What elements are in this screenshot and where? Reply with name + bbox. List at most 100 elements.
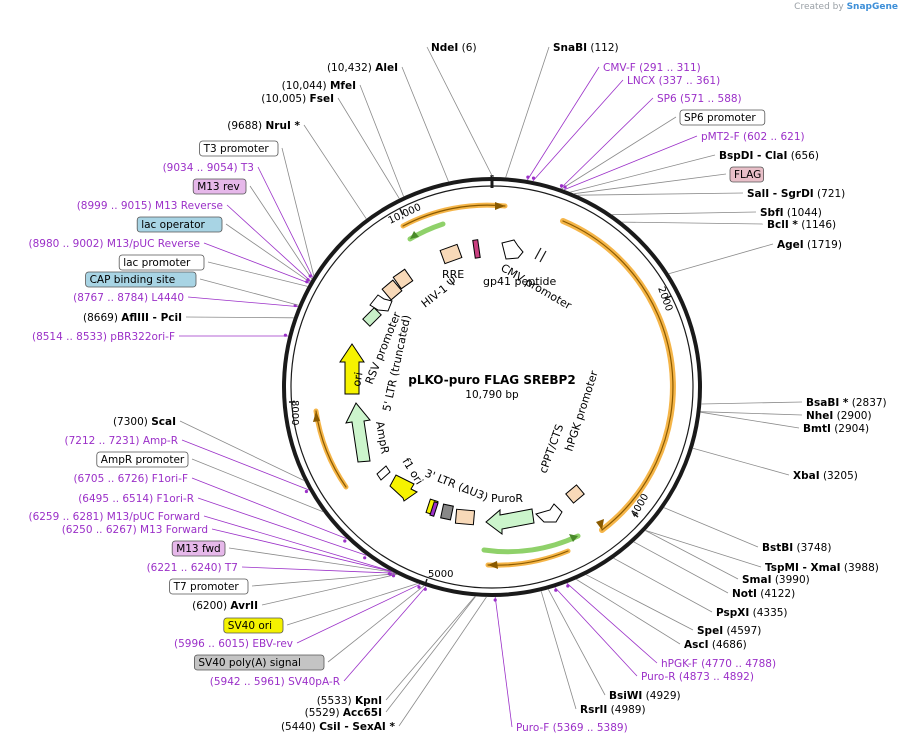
site-label[interactable]: NotI (4122) [732, 588, 795, 600]
primer-label: (5996 .. 6015) EBV-rev [174, 638, 293, 650]
primer-label: (6221 .. 6240) T7 [147, 562, 238, 574]
site-label[interactable]: (8999 .. 9015) M13 Reverse [77, 200, 223, 212]
site-label[interactable]: (5440) CsiI - SexAI * [281, 721, 396, 733]
site-label[interactable]: SbfI (1044) [760, 207, 822, 219]
leader-line [574, 173, 727, 195]
enzyme-label: SpeI (4597) [697, 625, 761, 637]
site-label[interactable]: AgeI (1719) [777, 239, 842, 251]
tick-mark [399, 208, 404, 216]
site-label[interactable]: SnaBI (112) [553, 42, 619, 54]
primer-marker [304, 489, 308, 494]
site-label[interactable]: T3 promoter [199, 140, 279, 157]
site-label[interactable]: (8767 .. 8784) L4440 [73, 292, 184, 304]
puror-feature [485, 508, 535, 535]
site-label[interactable]: (6221 .. 6240) T7 [147, 562, 238, 574]
site-label[interactable]: (6200) AvrII [192, 600, 258, 612]
site-label[interactable]: (9034 .. 9054) T3 [163, 162, 254, 174]
leader-line [613, 557, 713, 613]
primer-label: LNCX (337 .. 361) [627, 75, 720, 87]
site-label[interactable]: BmtI (2904) [803, 423, 869, 435]
orf-arc-top-core [402, 204, 506, 227]
primer-marker [308, 274, 312, 278]
site-label[interactable]: Puro-F (5369 .. 5389) [516, 722, 628, 734]
site-label[interactable]: (10,044) MfeI [282, 80, 356, 92]
site-label[interactable]: CAP binding site [85, 271, 197, 288]
site-label[interactable]: FLAG [729, 166, 764, 183]
site-label[interactable]: AscI (4686) [684, 639, 747, 651]
site-label[interactable]: BsiWI (4929) [609, 690, 681, 702]
5ltr-feature [362, 307, 382, 327]
primer-label: Puro-F (5369 .. 5389) [516, 722, 628, 734]
site-label[interactable]: (8669) AflIII - PciI [83, 312, 182, 324]
feature-box [679, 109, 766, 126]
site-label[interactable]: (8514 .. 8533) pBR322ori-F [32, 331, 175, 343]
site-label[interactable]: RsrII (4989) [580, 704, 646, 716]
site-label[interactable]: (6495 .. 6514) F1ori-R [78, 493, 194, 505]
leader-line [505, 46, 550, 178]
site-label[interactable]: (8980 .. 9002) M13/pUC Reverse [28, 238, 200, 250]
site-label[interactable]: lac promoter [118, 254, 205, 271]
site-label[interactable]: BstBI (3748) [762, 542, 831, 554]
site-label[interactable]: SalI - SgrDI (721) [747, 188, 845, 200]
site-label[interactable]: (6250 .. 6267) M13 Forward [62, 524, 208, 536]
site-label[interactable]: SmaI (3990) [742, 574, 810, 586]
site-label[interactable]: T7 promoter [169, 578, 249, 595]
site-label[interactable]: (5529) Acc65I [305, 707, 382, 719]
site-label[interactable]: NheI (2900) [806, 410, 872, 422]
leader-line [187, 296, 299, 307]
site-label[interactable]: NdeI (6) [431, 42, 477, 54]
site-label[interactable]: hPGK-F (4770 .. 4788) [661, 658, 776, 670]
primer-label: hPGK-F (4770 .. 4788) [661, 658, 776, 670]
site-label[interactable]: BspDI - ClaI (656) [719, 150, 819, 162]
ori-feature [339, 343, 365, 395]
feature-label: ori [350, 371, 365, 387]
site-label[interactable]: BclI * (1146) [767, 219, 836, 231]
tick-label: 5000 [428, 569, 453, 580]
feature-box-text: M13 fwd [176, 543, 221, 555]
site-label[interactable]: (6259 .. 6281) M13/pUC Forward [28, 511, 200, 523]
site-label[interactable]: pMT2-F (602 .. 621) [701, 131, 805, 143]
site-label[interactable]: (6705 .. 6726) F1ori-F [73, 473, 188, 485]
leader-line [585, 574, 694, 631]
site-label[interactable]: Puro-R (4873 .. 4892) [641, 671, 754, 683]
site-label[interactable]: (10,432) AleI [327, 62, 398, 74]
site-label[interactable]: XbaI (3205) [793, 470, 858, 482]
enzyme-label: (5529) Acc65I [305, 707, 382, 719]
enzyme-label: (10,432) AleI [327, 62, 398, 74]
leader-line [566, 582, 658, 664]
site-label[interactable]: M13 rev [192, 178, 247, 195]
feature-box [169, 578, 249, 595]
orf-arc-srebp2-core [562, 220, 674, 531]
enzyme-label: SalI - SgrDI (721) [747, 188, 845, 200]
enzyme-label: SnaBI (112) [553, 42, 619, 54]
primer-label: Puro-R (4873 .. 4892) [641, 671, 754, 683]
site-label[interactable]: PspXI (4335) [716, 607, 788, 619]
feature-box-text: SV40 ori [228, 620, 272, 632]
site-label[interactable]: (7212 .. 7231) Amp-R [65, 435, 179, 447]
site-label[interactable]: TspMI - XmaI (3988) [765, 562, 879, 574]
site-label[interactable]: SP6 (571 .. 588) [657, 93, 742, 105]
site-label[interactable]: SV40 ori [223, 617, 284, 634]
site-label[interactable]: (5996 .. 6015) EBV-rev [174, 638, 293, 650]
site-label[interactable]: SpeI (4597) [697, 625, 761, 637]
site-label[interactable]: CMV-F (291 .. 311) [603, 62, 701, 74]
leader-line [257, 166, 314, 278]
enzyme-label: AgeI (1719) [777, 239, 842, 251]
site-label[interactable]: SV40 poly(A) signal [193, 654, 325, 671]
site-label[interactable]: (5942 .. 5961) SV40pA-R [210, 676, 340, 688]
site-label[interactable]: (9688) NruI * [227, 120, 300, 132]
site-label[interactable]: (7300) ScaI [113, 416, 176, 428]
site-label[interactable]: (10,005) FseI [261, 93, 334, 105]
site-label[interactable]: AmpR promoter [96, 451, 189, 468]
site-label[interactable]: M13 fwd [171, 540, 226, 557]
site-label[interactable]: (5533) KpnI [317, 695, 382, 707]
enzyme-label: BstBI (3748) [762, 542, 831, 554]
leader-line [261, 573, 398, 606]
site-label[interactable]: SP6 promoter [679, 109, 766, 126]
site-label[interactable]: lac operator [136, 216, 223, 233]
enzyme-label: PspXI (4335) [716, 607, 788, 619]
enzyme-label: (6200) AvrII [192, 600, 258, 612]
site-label[interactable]: LNCX (337 .. 361) [627, 75, 720, 87]
site-label[interactable]: BsaBI * (2837) [806, 397, 887, 409]
leader-line [701, 401, 803, 405]
